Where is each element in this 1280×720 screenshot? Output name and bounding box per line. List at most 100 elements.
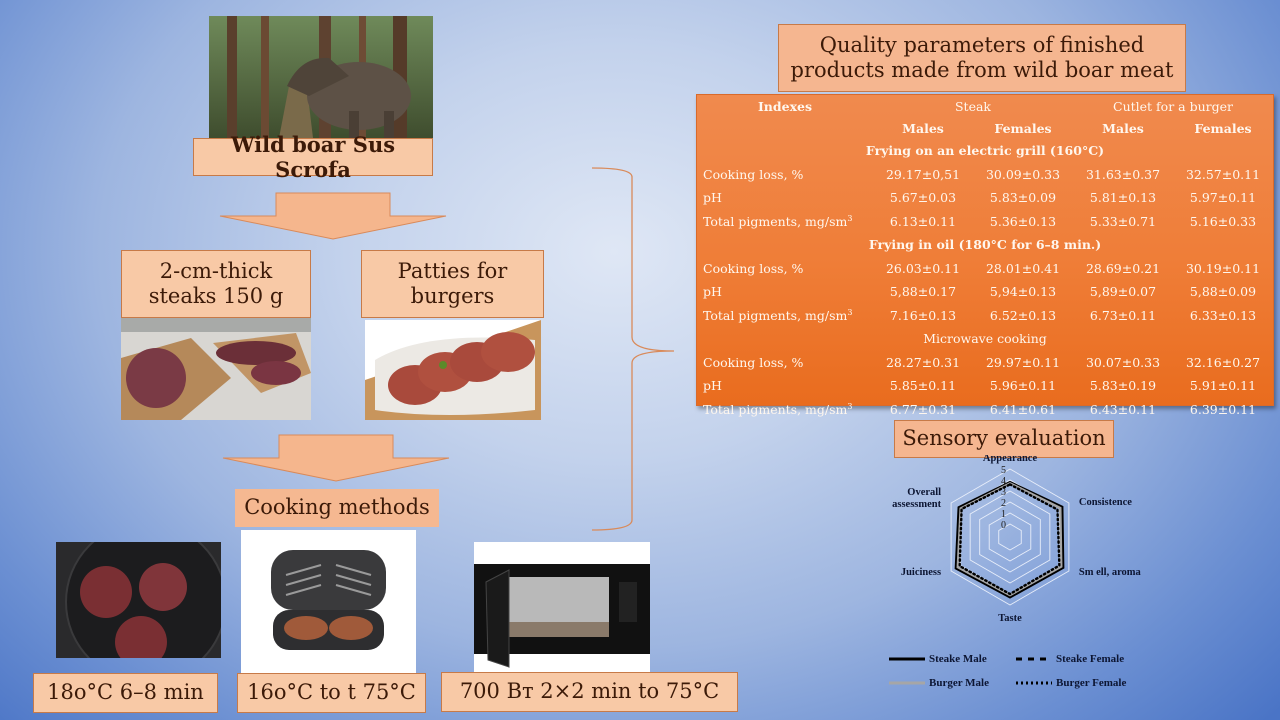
steaks-label: 2-cm-thick steaks 150 g: [121, 250, 311, 318]
row-label: Cooking loss, %: [703, 166, 804, 182]
table-row: Total pigments, mg/sm3 6.13±0.11 5.36±0.13…: [697, 210, 1273, 234]
subheader-cutlet-males: Males: [1102, 120, 1144, 136]
radar-tick-label: 1: [1001, 509, 1006, 520]
subheader-cutlet-females: Females: [1194, 120, 1252, 136]
radar-series-burger-female: [958, 483, 1061, 596]
table-cell: 6.39±0.11: [1189, 401, 1257, 417]
table-cell: 26.03±0.11: [885, 260, 961, 276]
radar-grid-ring: [950, 468, 1070, 606]
legend-swatch-icon: [1016, 681, 1052, 685]
down-arrow-icon: [219, 192, 447, 240]
table-cell: 5.67±0.03: [889, 190, 957, 206]
radar-tick-label: 3: [1001, 487, 1006, 498]
radar-grid-ring: [998, 523, 1022, 551]
row-label: Total pigments, mg/sm3: [703, 213, 853, 229]
legend-label: Steake Male: [929, 653, 987, 665]
legend-swatch-icon: [1016, 657, 1052, 661]
source-label: Wild boar Sus Scrofa: [193, 132, 433, 182]
table-cell: 5.83±0.19: [1089, 378, 1157, 394]
radar-series-steake-male: [954, 480, 1065, 599]
quality-table: Indexes Steak Cutlet for a burger Males …: [696, 94, 1274, 417]
table-cell: 28.01±0.41: [985, 260, 1061, 276]
table-cell: 5,94±0.13: [989, 284, 1057, 300]
legend-label: Burger Female: [1056, 677, 1127, 689]
table-cell: 5,88±0.17: [889, 284, 957, 300]
section-header: Microwave cooking: [697, 327, 1273, 351]
table-row: Cooking loss, % 29.17±0,51 30.09±0.33 31.63…: [697, 163, 1273, 187]
section-title: Microwave cooking: [923, 331, 1047, 347]
table-row: pH 5,88±0.17 5,94±0.13 5,89±0.07 5,88±0.09: [697, 280, 1273, 304]
section-header: Frying on an electric grill (160°C): [697, 139, 1273, 163]
table-cell: 5.36±0.13: [989, 213, 1057, 229]
method-label-grill: 16o°C to t 75°C: [237, 673, 426, 713]
table-cell: 28.69±0.21: [1085, 260, 1161, 276]
table-row: Cooking loss, % 26.03±0.11 28.01±0.41 28.69…: [697, 257, 1273, 281]
microwave-photo: [474, 542, 650, 673]
row-label: Cooking loss, %: [703, 354, 804, 370]
header-cutlet: Cutlet for a burger: [1113, 98, 1233, 114]
table-cell: 30.07±0.33: [1085, 354, 1161, 370]
radar-grid-ring: [988, 512, 1032, 562]
radar-category-label: Consistence: [1079, 497, 1132, 508]
table-cell: 6.13±0.11: [889, 213, 957, 229]
table-cell: 32.57±0.11: [1185, 166, 1261, 182]
radar-tick-label: 2: [1001, 498, 1006, 509]
method-label-frying: 18o°C 6–8 min: [33, 673, 218, 713]
legend-item: Steake Female: [1016, 653, 1124, 665]
table-cell: 5.83±0.09: [989, 190, 1057, 206]
subheader-steak-females: Females: [994, 120, 1052, 136]
table-cell: 7.16±0.13: [889, 307, 957, 323]
patties-label: Patties for burgers: [361, 250, 544, 318]
table-cell: 5.81±0.13: [1089, 190, 1157, 206]
table-cell: 29.97±0.11: [985, 354, 1061, 370]
row-label: Total pigments, mg/sm3: [703, 401, 853, 417]
legend-swatch-icon: [889, 657, 925, 661]
table-cell: 5,88±0.09: [1189, 284, 1257, 300]
frying-pan-photo: [56, 542, 221, 658]
radar-tick-label: 0: [1001, 520, 1006, 531]
legend-item: Burger Female: [1016, 677, 1126, 689]
radar-category-label: Appearance: [983, 455, 1038, 464]
table-cell: 28.27±0.31: [885, 354, 961, 370]
raw-patties-photo: [365, 320, 541, 420]
electric-grill-photo: [241, 530, 416, 673]
raw-steaks-photo: [121, 318, 311, 420]
table-cell: 30.19±0.11: [1185, 260, 1261, 276]
table-cell: 6.43±0.11: [1089, 401, 1157, 417]
section-title: Frying in oil (180°C for 6–8 min.): [868, 237, 1102, 253]
table-cell: 6.33±0.13: [1189, 307, 1257, 323]
table-cell: 5.97±0.11: [1189, 190, 1257, 206]
table-cell: 30.09±0.33: [985, 166, 1061, 182]
legend-item: Steake Male: [889, 653, 987, 665]
header-steak: Steak: [954, 98, 991, 114]
subheader-steak-males: Males: [902, 120, 944, 136]
radar-grid-ring: [969, 490, 1051, 584]
legend-swatch-icon: [889, 681, 925, 685]
table-row: Cooking loss, % 28.27±0.31 29.97±0.11 30.07…: [697, 351, 1273, 375]
table-cell: 29.17±0,51: [885, 166, 961, 182]
method-label-microwave: 700 Вт 2×2 min to 75°C: [441, 672, 738, 712]
row-label: Total pigments, mg/sm3: [703, 307, 853, 323]
table-cell: 31.63±0.37: [1085, 166, 1161, 182]
legend-item: Burger Male: [889, 677, 989, 689]
table-cell: 5,89±0.07: [1089, 284, 1157, 300]
row-label: pH: [703, 284, 722, 300]
cooking-methods-label: Cooking methods: [235, 489, 439, 527]
table-cell: 5.91±0.11: [1189, 378, 1257, 394]
radar-category-label: Juiciness: [901, 567, 941, 578]
radar-tick-label: 4: [1001, 476, 1006, 487]
row-label: pH: [703, 378, 722, 394]
radar-category-label: Sm ell, aroma: [1079, 567, 1142, 578]
table-cell: 32.16±0.27: [1185, 354, 1261, 370]
radar-tick-label: 5: [1001, 465, 1006, 476]
row-label: Cooking loss, %: [703, 260, 804, 276]
down-arrow-icon: [222, 434, 450, 482]
table-row: Total pigments, mg/sm3 6.77±0.31 6.41±0.61…: [697, 398, 1273, 422]
header-indexes: Indexes: [757, 98, 813, 114]
table-cell: 6.41±0.61: [989, 401, 1057, 417]
table-cell: 6.77±0.31: [889, 401, 957, 417]
